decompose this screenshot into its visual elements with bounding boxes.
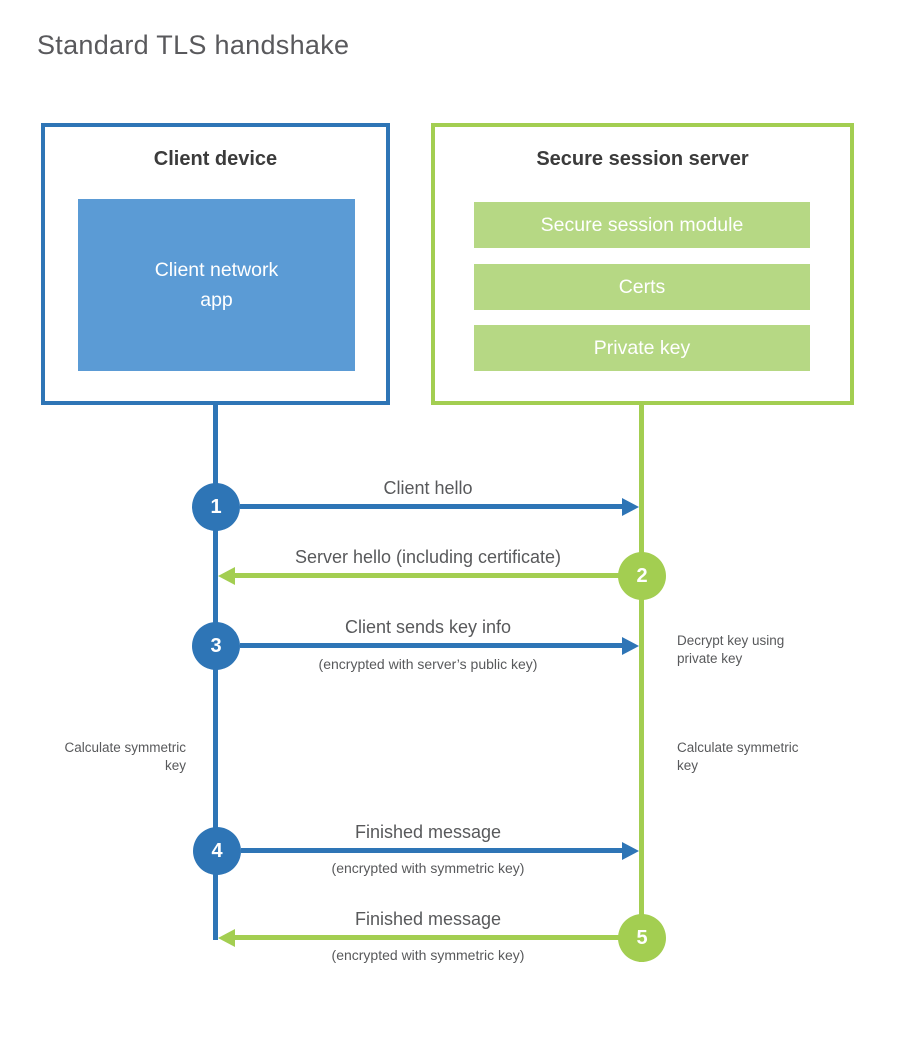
step1-circle: 1: [192, 483, 240, 531]
step3-arrow-line: [240, 643, 622, 648]
step3-message-label: Client sends key info: [344, 617, 512, 637]
step4-arrow-line: [241, 848, 622, 853]
step4-arrowhead-icon: [622, 842, 639, 860]
client-network-app-box: Client network app: [78, 199, 355, 371]
step4-circle: 4: [193, 827, 241, 875]
decrypt-key-note: Decrypt key using private key: [677, 633, 785, 666]
step4-sub-label: (encrypted with symmetric key): [331, 860, 525, 876]
step5-circle: 5: [618, 914, 666, 962]
step5-message-label: Finished message: [354, 909, 502, 929]
step2-arrowhead-icon: [218, 567, 235, 585]
step5-arrow-line: [234, 935, 641, 940]
server-calculate-note: Calculate symmetric key: [677, 740, 799, 773]
diagram-title: Standard TLS handshake: [37, 30, 350, 60]
client-calculate-note: Calculate symmetric key: [64, 740, 186, 773]
step3-arrowhead-icon: [622, 637, 639, 655]
client-device-title: Client device: [153, 148, 278, 170]
secure-session-server-box: Secure session server Secure session mod…: [431, 123, 854, 405]
client-device-box: Client device Client network app: [41, 123, 390, 405]
step2-message-label: Server hello (including certificate): [294, 547, 562, 567]
client-lifeline: [213, 405, 218, 940]
server-module-secure-session-module: Secure session module: [474, 202, 810, 248]
step5-sub-label: (encrypted with symmetric key): [331, 947, 525, 963]
server-module-certs: Certs: [474, 264, 810, 310]
step5-arrowhead-icon: [218, 929, 235, 947]
step3-circle: 3: [192, 622, 240, 670]
step1-arrow-line: [240, 504, 622, 509]
server-lifeline: [639, 405, 644, 962]
step2-circle: 2: [618, 552, 666, 600]
step3-sub-label: (encrypted with server’s public key): [318, 656, 538, 672]
step1-arrowhead-icon: [622, 498, 639, 516]
secure-session-server-title: Secure session server: [536, 148, 749, 170]
step4-message-label: Finished message: [354, 822, 502, 842]
step2-arrow-line: [234, 573, 641, 578]
server-module-private-key: Private key: [474, 325, 810, 371]
step1-message-label: Client hello: [383, 478, 473, 498]
